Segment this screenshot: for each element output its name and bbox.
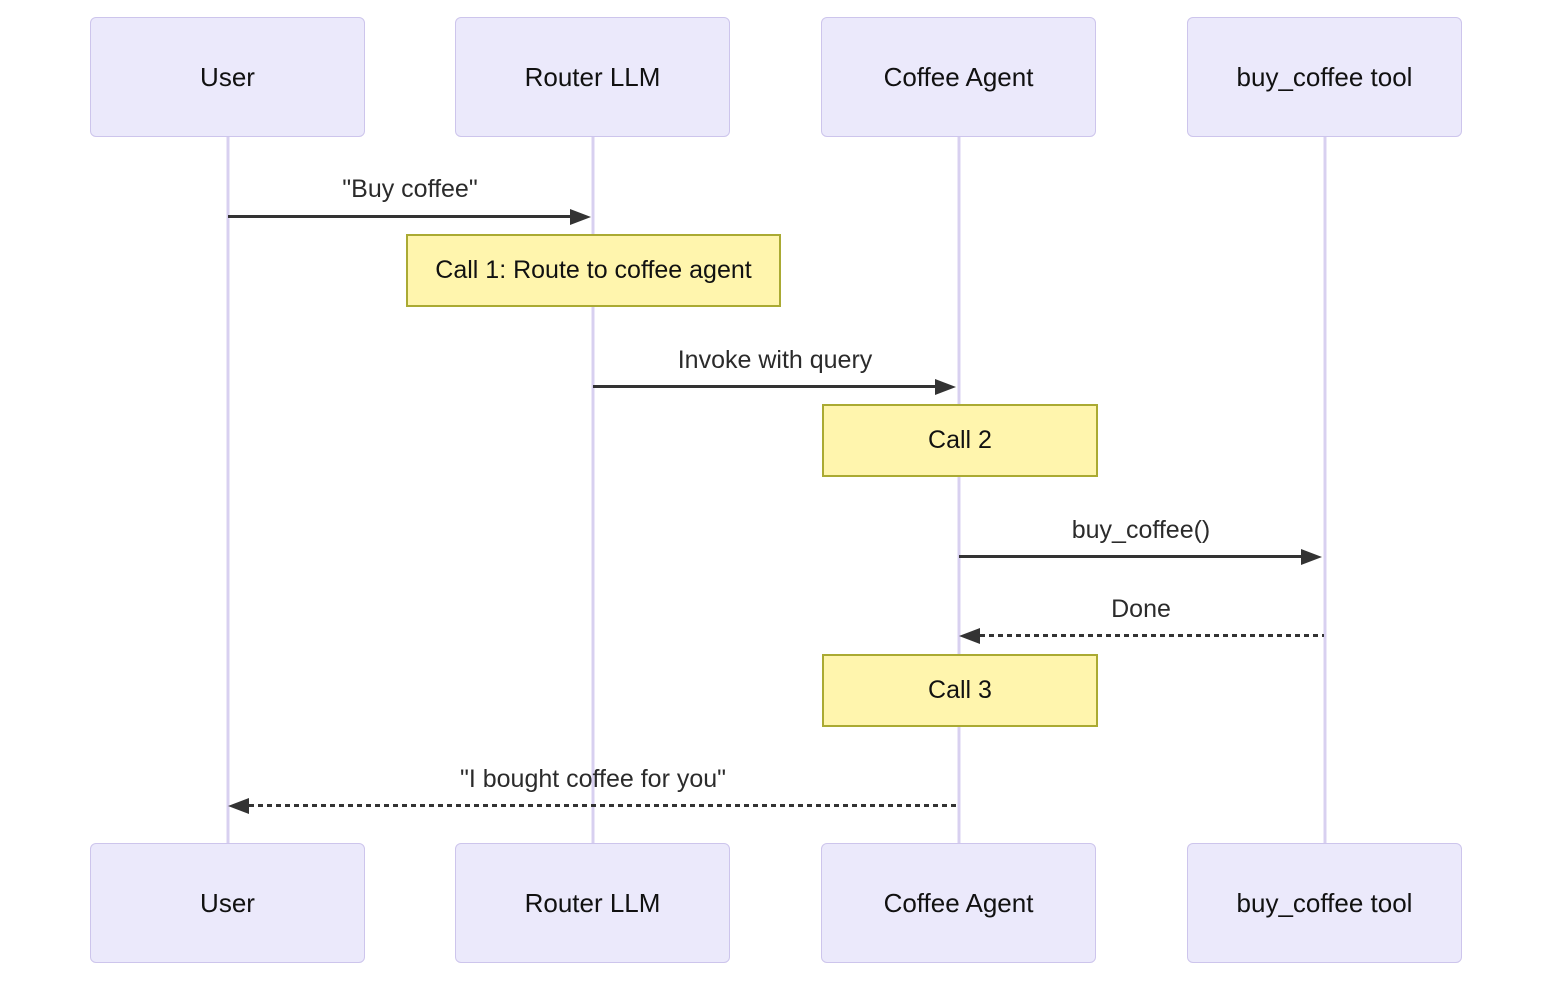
actor-bottom-buy-coffee-tool: buy_coffee tool <box>1187 843 1462 963</box>
arrowhead-right-icon <box>570 208 591 225</box>
arrowhead-left-icon <box>228 797 249 814</box>
message-label-invoke-with-query: Invoke with query <box>677 346 873 374</box>
message-line-invoke-with-query <box>593 385 939 388</box>
note-call-1: Call 1: Route to coffee agent <box>406 234 781 307</box>
actor-top-user: User <box>90 17 365 137</box>
message-label-buy-coffee-call: buy_coffee() <box>1071 516 1211 544</box>
actor-bottom-coffee-agent: Coffee Agent <box>821 843 1096 963</box>
arrowhead-right-icon <box>1301 548 1322 565</box>
note-label: Call 2 <box>928 426 992 454</box>
lifeline-router-llm <box>591 137 594 844</box>
lifeline-user <box>226 137 229 844</box>
message-line-buy-coffee <box>228 215 574 218</box>
lifeline-coffee-agent <box>957 137 960 844</box>
note-label: Call 3 <box>928 676 992 704</box>
actor-label: Router LLM <box>524 61 661 92</box>
message-label-buy-coffee: "Buy coffee" <box>342 175 478 203</box>
note-label: Call 1: Route to coffee agent <box>435 256 752 284</box>
actor-bottom-user: User <box>90 843 365 963</box>
message-label-done: Done <box>1111 595 1171 623</box>
arrowhead-right-icon <box>935 378 956 395</box>
actor-top-router-llm: Router LLM <box>455 17 730 137</box>
note-call-2: Call 2 <box>822 404 1098 477</box>
actor-label: Coffee Agent <box>883 887 1034 918</box>
actor-label: buy_coffee tool <box>1236 61 1413 92</box>
lifeline-buy-coffee-tool <box>1323 137 1326 844</box>
actor-label: buy_coffee tool <box>1236 887 1413 918</box>
message-line-buy-coffee-call <box>959 555 1305 558</box>
message-line-bought-coffee <box>249 804 958 807</box>
actor-top-coffee-agent: Coffee Agent <box>821 17 1096 137</box>
actor-label: Coffee Agent <box>883 61 1034 92</box>
message-line-done <box>980 634 1324 637</box>
message-label-bought-coffee: "I bought coffee for you" <box>459 765 727 793</box>
actor-top-buy-coffee-tool: buy_coffee tool <box>1187 17 1462 137</box>
actor-label: User <box>200 887 255 918</box>
actor-bottom-router-llm: Router LLM <box>455 843 730 963</box>
note-call-3: Call 3 <box>822 654 1098 727</box>
actor-label: User <box>200 61 255 92</box>
arrowhead-left-icon <box>959 627 980 644</box>
actor-label: Router LLM <box>524 887 661 918</box>
